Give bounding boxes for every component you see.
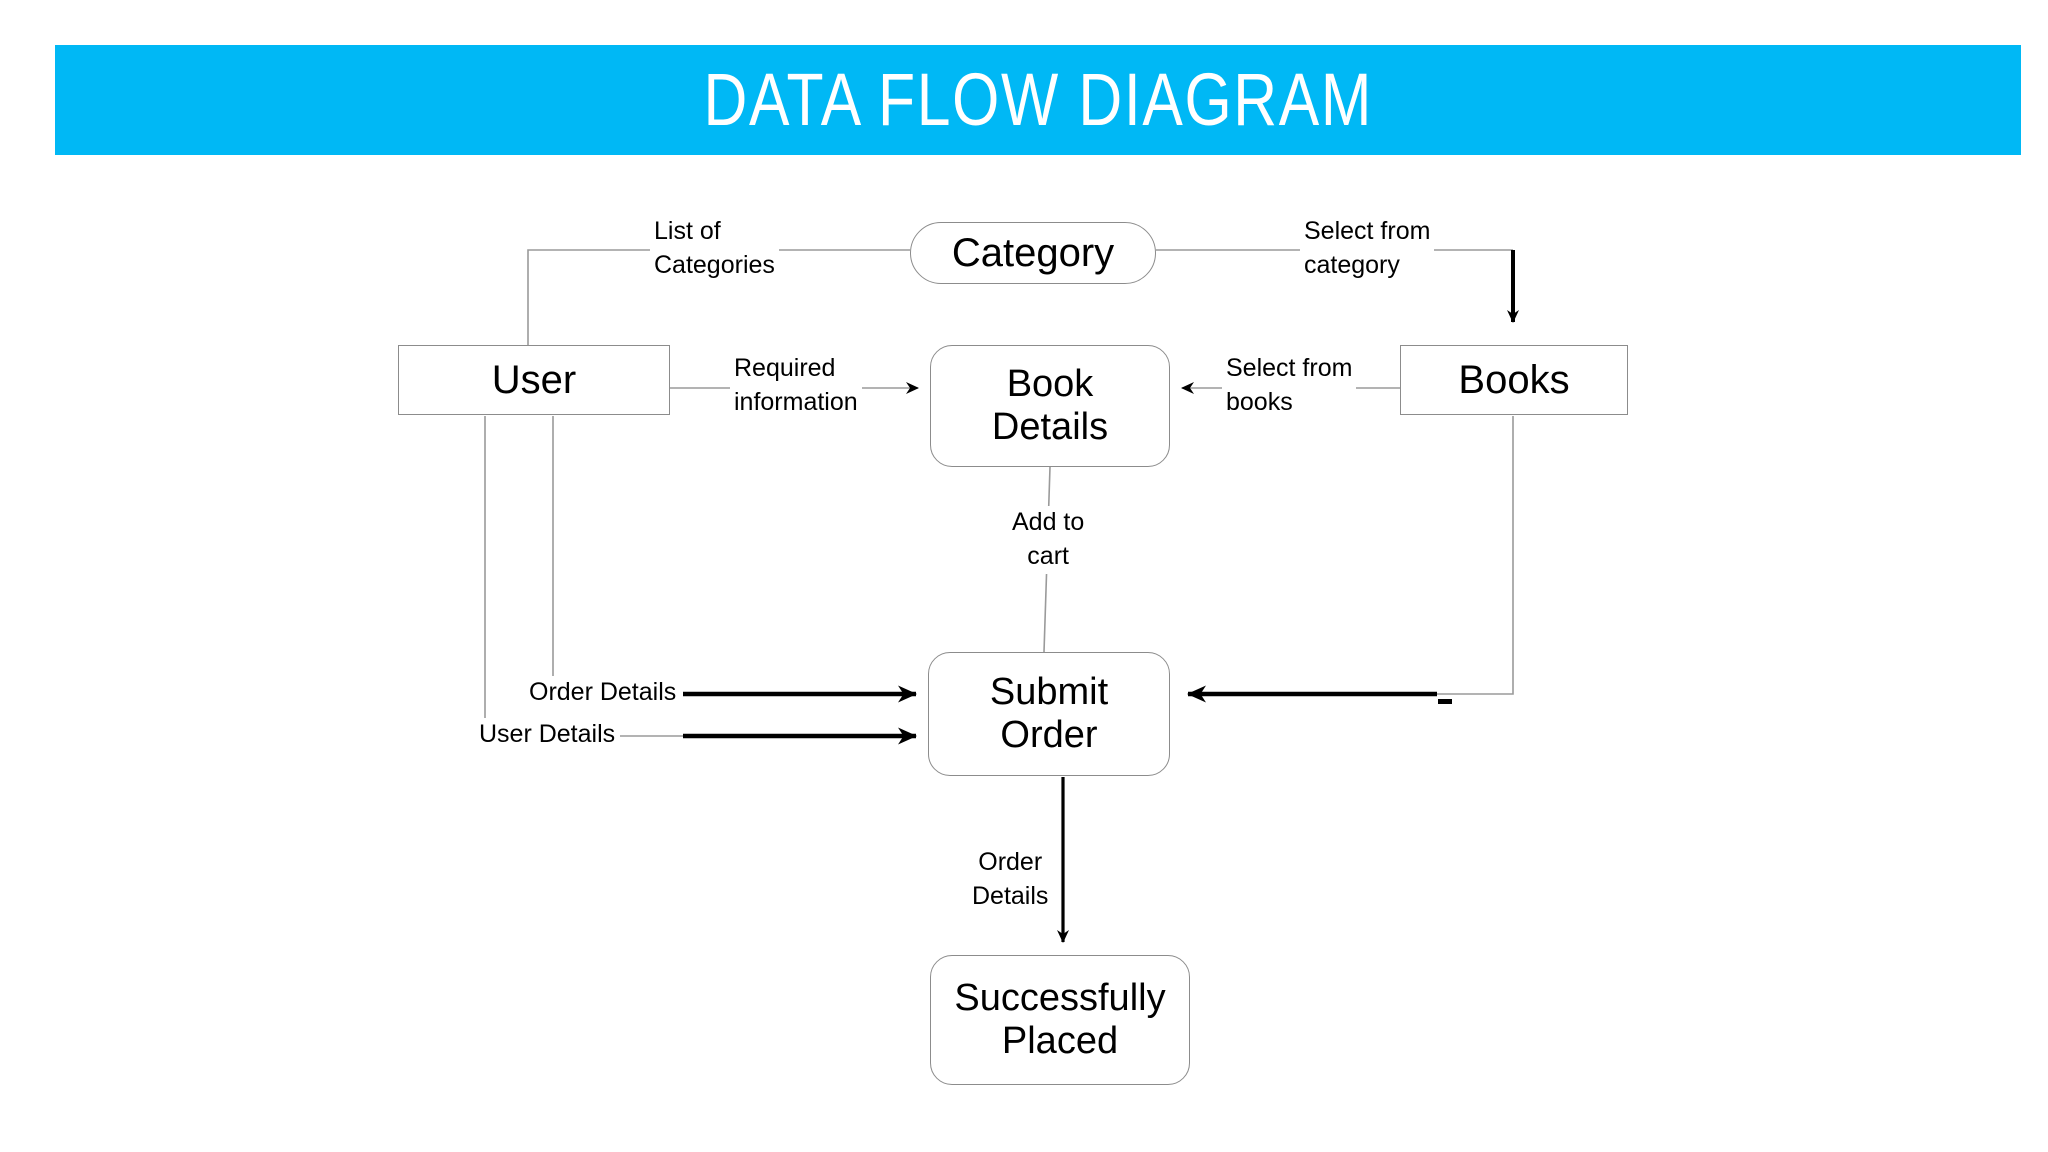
edge-label-select-from-books: Select from books — [1222, 352, 1357, 420]
edge-user-order-details-to-submit — [552, 416, 917, 703]
edge-label-order-details-user: Order Details — [525, 676, 681, 710]
page-title: DATA FLOW DIAGRAM — [703, 58, 1373, 141]
edge-label-user-details: User Details — [475, 718, 620, 752]
node-books[interactable]: Books — [1400, 345, 1628, 415]
title-banner: DATA FLOW DIAGRAM — [55, 45, 2021, 155]
node-book-details[interactable]: Book Details — [930, 345, 1170, 467]
edge-label-order-details-submit: Order Details — [968, 846, 1053, 914]
edge-label-list-of-categories: List of Categories — [650, 215, 779, 283]
node-successfully-placed[interactable]: Successfully Placed — [930, 955, 1190, 1085]
edge-label-add-to-cart: Add to cart — [1008, 506, 1089, 574]
node-user[interactable]: User — [398, 345, 670, 415]
edge-label-select-from-category: Select from category — [1300, 215, 1435, 283]
edge-label-required-information: Required information — [730, 352, 862, 420]
node-category[interactable]: Category — [910, 222, 1156, 284]
node-submit-order[interactable]: Submit Order — [928, 652, 1170, 776]
edge-books-to-submit — [1187, 416, 1514, 704]
